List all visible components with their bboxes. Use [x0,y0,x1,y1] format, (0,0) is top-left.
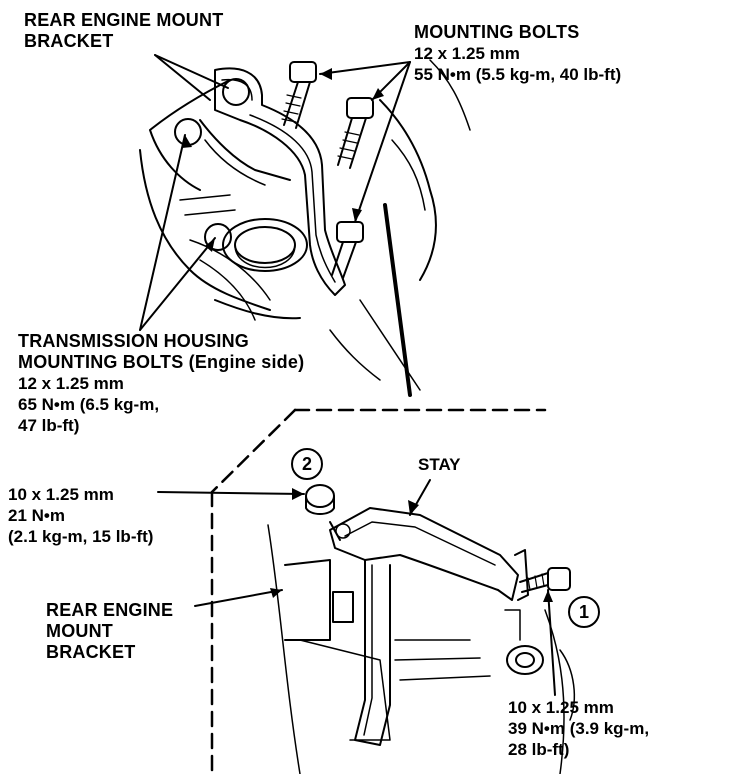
label-bolt-spec: 10 x 1.25 mm 39 N•m (3.9 kg-m, 28 lb-ft) [508,697,649,760]
nut-2 [305,484,351,541]
label-rear-engine-mount-bracket-top: REAR ENGINE MOUNT BRACKET [24,10,223,52]
bolt-1 [519,567,571,593]
engine-block-top [139,59,471,391]
label-line: REAR ENGINE MOUNT [24,10,224,30]
detail-frame [210,408,547,774]
label-line: 65 N•m (6.5 kg-m, [18,395,160,414]
label-line: 12 x 1.25 mm [414,44,520,63]
callout-1: 1 [568,596,600,628]
leader-lines-top [139,54,412,397]
arrow-heads-bottom [270,488,553,602]
label-line: MOUNT [46,621,113,641]
engine-side-bottom [267,524,576,774]
stay-bracket [329,507,529,601]
label-line: BRACKET [24,31,114,51]
mounting-bolt-top-2 [337,97,374,169]
label-rear-engine-mount-bracket-bottom: REAR ENGINE MOUNT BRACKET [46,600,173,663]
label-line: 39 N•m (3.9 kg-m, [508,719,650,738]
label-line: 55 N•m (5.5 kg-m, 40 lb-ft) [414,65,622,84]
label-line: MOUNTING BOLTS [414,22,580,42]
mounting-bolt-top-3 [331,221,364,279]
label-line: (2.1 kg-m, 15 lb-ft) [8,527,154,546]
label-line: 10 x 1.25 mm [508,698,614,717]
arrow-heads-top [182,68,384,252]
label-transmission-housing-bolts: TRANSMISSION HOUSING MOUNTING BOLTS (Eng… [18,331,304,436]
label-line: MOUNTING BOLTS (Engine side) [18,352,305,372]
rear-engine-mount-bracket-top [199,67,346,296]
label-line: 28 lb-ft) [508,740,570,759]
mounting-bolt-top-1 [281,61,317,129]
label-line: BRACKET [46,642,136,662]
leader-lines-bottom [157,479,556,696]
rear-engine-mount-bracket-bottom [354,559,391,746]
label-line: 10 x 1.25 mm [8,485,114,504]
transmission-housing-bore [222,218,308,272]
label-line: TRANSMISSION HOUSING [18,331,250,351]
callout-2: 2 [291,448,323,480]
label-line: 21 N•m [8,506,65,525]
label-mounting-bolts: MOUNTING BOLTS 12 x 1.25 mm 55 N•m (5.5 … [414,22,621,85]
label-line: REAR ENGINE [46,600,174,620]
label-stay: STAY [418,455,461,474]
label-nut-spec: 10 x 1.25 mm 21 N•m (2.1 kg-m, 15 lb-ft) [8,484,153,547]
label-line: 47 lb-ft) [18,416,80,435]
label-line: 12 x 1.25 mm [18,374,124,393]
